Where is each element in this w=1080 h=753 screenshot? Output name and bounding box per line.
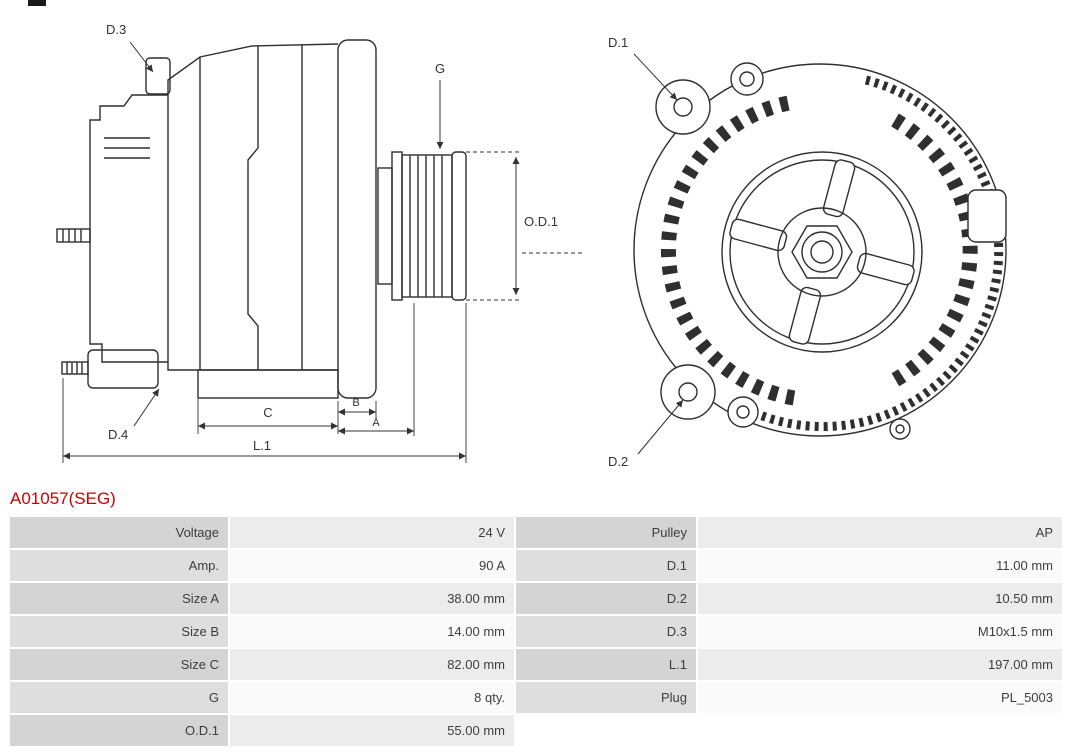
spec-label-cell: O.D.1 <box>10 715 228 746</box>
spec-label-cell: Size A <box>10 583 228 614</box>
spec-value-cell: PL_5003 <box>698 682 1062 713</box>
spec-value-cell: AP <box>698 517 1062 548</box>
dim-c: C <box>197 399 339 434</box>
dim-l1: L.1 <box>62 303 467 463</box>
label-a: A <box>372 417 380 429</box>
label-d4: D.4 <box>108 427 128 442</box>
spec-label-cell: D.3 <box>516 616 696 647</box>
dim-d4: D.4 <box>108 388 160 442</box>
label-d3: D.3 <box>106 22 126 37</box>
spec-label-cell: G <box>10 682 228 713</box>
spec-value-cell <box>698 715 1062 746</box>
spec-value-cell: 8 qty. <box>230 682 514 713</box>
spec-label-cell: Plug <box>516 682 696 713</box>
dim-g: G <box>435 61 445 149</box>
spec-value-cell: 82.00 mm <box>230 649 514 680</box>
spec-label-cell: D.2 <box>516 583 696 614</box>
dim-b: B <box>338 397 377 419</box>
alternator-front-view <box>633 62 1007 440</box>
part-number: A01057(SEG) <box>10 489 116 508</box>
spec-label-cell: Voltage <box>10 517 228 548</box>
spec-value-cell: 14.00 mm <box>230 616 514 647</box>
spec-label-cell <box>516 715 696 746</box>
spec-value-cell: 24 V <box>230 517 514 548</box>
label-c: C <box>263 405 272 420</box>
spec-label-cell: Pulley <box>516 517 696 548</box>
label-d2: D.2 <box>608 454 628 469</box>
technical-drawing: D.3 G O.D.1 D.4 C <box>28 0 1007 469</box>
spec-label-cell: D.1 <box>516 550 696 581</box>
label-b: B <box>352 397 359 409</box>
label-od1: O.D.1 <box>524 214 558 229</box>
spec-label-cell: Size B <box>10 616 228 647</box>
dim-od1: O.D.1 <box>466 151 584 301</box>
spec-table: Voltage 24 V Pulley AP Amp. 90 A D.1 11.… <box>10 517 1062 746</box>
spec-label-cell: L.1 <box>516 649 696 680</box>
label-l1: L.1 <box>253 438 271 453</box>
corner-mark <box>28 0 46 6</box>
spec-value-cell: 10.50 mm <box>698 583 1062 614</box>
spec-value-cell: 90 A <box>230 550 514 581</box>
spec-value-cell: 197.00 mm <box>698 649 1062 680</box>
dim-d3: D.3 <box>106 22 154 73</box>
alternator-side-view <box>56 39 467 399</box>
spec-value-cell: M10x1.5 mm <box>698 616 1062 647</box>
dimension-annotations: D.3 G O.D.1 D.4 C <box>62 22 684 469</box>
spec-label-cell: Size C <box>10 649 228 680</box>
label-g: G <box>435 61 445 76</box>
spec-value-cell: 38.00 mm <box>230 583 514 614</box>
dim-a: A <box>338 303 415 436</box>
spec-value-cell: 11.00 mm <box>698 550 1062 581</box>
dim-d1: D.1 <box>608 35 678 101</box>
dim-d2: D.2 <box>608 399 684 469</box>
label-d1: D.1 <box>608 35 628 50</box>
spec-value-cell: 55.00 mm <box>230 715 514 746</box>
spec-label-cell: Amp. <box>10 550 228 581</box>
